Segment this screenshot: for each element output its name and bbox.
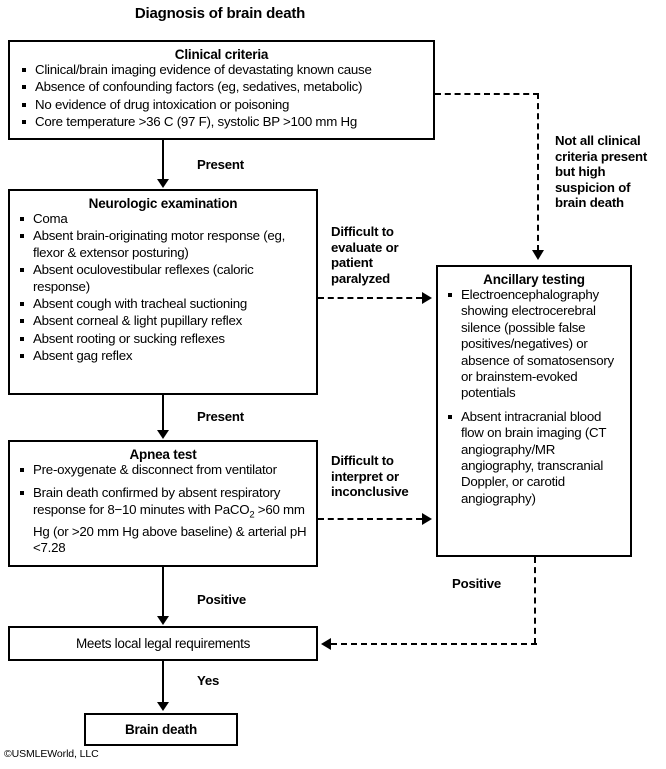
node-clinical-criteria[interactable]: Clinical criteria Clinical/brain imaging… (8, 40, 435, 140)
node-apnea-test-list: Pre-oxygenate & disconnect from ventilat… (16, 462, 310, 557)
edge-clinical-to-ancillary-horizontal (435, 93, 539, 95)
list-item: Brain death confirmed by absent respirat… (16, 485, 310, 556)
list-item: Clinical/brain imaging evidence of devas… (18, 62, 425, 78)
page-title: Diagnosis of brain death (134, 5, 306, 22)
edge-clinical-to-ancillary-arrowhead (532, 250, 544, 260)
list-item: Absence of confounding factors (eg, seda… (18, 79, 425, 95)
edge-neuro-to-ancillary-line (318, 297, 422, 299)
edge-legal-to-braindeath-line (162, 661, 164, 703)
node-clinical-criteria-list: Clinical/brain imaging evidence of devas… (18, 62, 425, 131)
edge-ancillary-to-legal-arrowhead (321, 638, 331, 650)
node-ancillary-testing-list: Electroencephalography showing electroce… (444, 287, 624, 507)
list-item: Absent rooting or sucking reflexes (16, 331, 310, 347)
edge-label-apnea-to-legal: Positive (197, 592, 246, 607)
node-apnea-test-title: Apnea test (129, 447, 197, 462)
list-item: Coma (16, 211, 310, 227)
list-item: No evidence of drug intoxication or pois… (18, 97, 425, 113)
node-legal-requirements[interactable]: Meets local legal requirements (8, 626, 318, 661)
list-item: Absent brain-originating motor response … (16, 228, 310, 261)
list-item: Core temperature >36 C (97 F), systolic … (18, 114, 425, 130)
edge-label-neuro-to-apnea: Present (197, 409, 244, 424)
edge-label-ancillary-to-legal: Positive (452, 576, 501, 591)
list-item: Absent intracranial blood flow on brain … (444, 409, 624, 507)
list-item: Absent cough with tracheal suctioning (16, 296, 310, 312)
edge-apnea-to-ancillary-arrowhead (422, 513, 432, 525)
edge-legal-to-braindeath-arrowhead (157, 702, 169, 711)
edge-clinical-to-neuro-arrowhead (157, 179, 169, 188)
edge-label-legal-to-braindeath: Yes (197, 673, 220, 688)
edge-label-clinical-to-ancillary: Not all clinical criteria present but hi… (555, 133, 648, 210)
node-apnea-test[interactable]: Apnea test Pre-oxygenate & disconnect fr… (8, 440, 318, 567)
node-neurologic-examination-list: Coma Absent brain-originating motor resp… (16, 211, 310, 365)
edge-apnea-to-legal-line (162, 567, 164, 617)
edge-ancillary-to-legal-vertical (534, 557, 536, 644)
edge-apnea-to-legal-arrowhead (157, 616, 169, 625)
edge-label-neuro-to-ancillary: Difficult to evaluate or patient paralyz… (331, 224, 399, 286)
node-neurologic-examination-title: Neurologic examination (88, 196, 238, 211)
edge-label-apnea-to-ancillary: Difficult to interpret or inconclusive (331, 453, 409, 499)
edge-clinical-to-ancillary-vertical (537, 93, 539, 251)
list-item: Electroencephalography showing electroce… (444, 287, 624, 402)
list-item: Pre-oxygenate & disconnect from ventilat… (16, 462, 310, 478)
node-neurologic-examination[interactable]: Neurologic examination Coma Absent brain… (8, 189, 318, 395)
list-item: Absent corneal & light pupillary reflex (16, 313, 310, 329)
list-item: Absent oculovestibular reflexes (caloric… (16, 262, 310, 295)
node-ancillary-testing[interactable]: Ancillary testing Electroencephalography… (436, 265, 632, 557)
edge-label-clinical-to-neuro: Present (197, 157, 244, 172)
edge-neuro-to-ancillary-arrowhead (422, 292, 432, 304)
node-brain-death[interactable]: Brain death (84, 713, 238, 746)
node-ancillary-testing-title: Ancillary testing (483, 272, 585, 287)
edge-neuro-to-apnea-arrowhead (157, 430, 169, 439)
edge-apnea-to-ancillary-line (318, 518, 422, 520)
node-clinical-criteria-title: Clinical criteria (174, 47, 269, 62)
edge-neuro-to-apnea-line (162, 395, 164, 431)
list-item: Absent gag reflex (16, 348, 310, 364)
edge-clinical-to-neuro-line (162, 140, 164, 180)
edge-ancillary-to-legal-horizontal (331, 643, 537, 645)
node-legal-requirements-label: Meets local legal requirements (75, 636, 251, 651)
copyright-notice: ©USMLEWorld, LLC (4, 748, 99, 760)
node-brain-death-label: Brain death (124, 722, 198, 737)
